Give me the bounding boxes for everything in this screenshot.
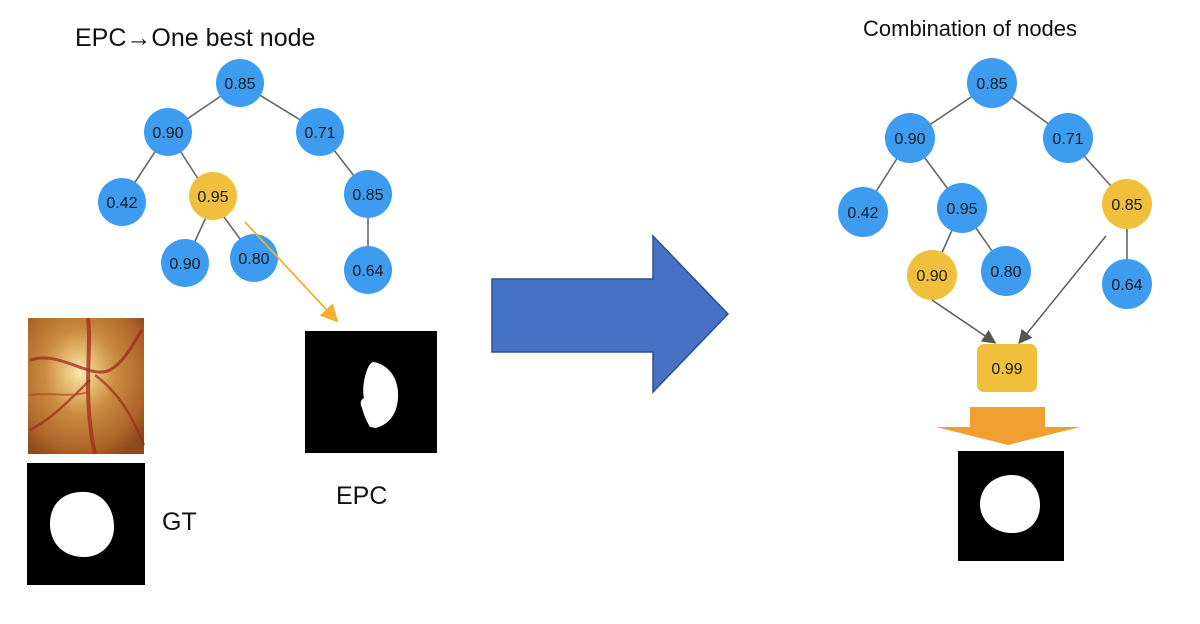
tree-node: 0.85 (344, 170, 392, 218)
combined-score-box: 0.99 (977, 344, 1037, 392)
node-label: 0.85 (352, 187, 383, 204)
tree-node: 0.42 (98, 178, 146, 226)
tree-node: 0.71 (296, 108, 344, 156)
combine-arrow (931, 299, 997, 344)
tree-node: 0.64 (344, 246, 392, 294)
right-tree: 0.85 0.90 0.71 0.42 0.95 0.85 0.90 0.80 (838, 58, 1152, 309)
tree-node: 0.80 (981, 246, 1031, 296)
node-label: 0.42 (106, 195, 137, 212)
tree-node-highlighted: 0.95 (189, 172, 237, 220)
node-label: 0.71 (1052, 131, 1083, 148)
node-label: 0.90 (152, 125, 183, 142)
node-label: 0.64 (352, 263, 383, 280)
node-label: 0.95 (197, 189, 228, 206)
tree-node: 0.90 (885, 113, 935, 163)
node-label: 0.90 (169, 256, 200, 273)
gt-mask-image (27, 463, 145, 585)
gt-label: GT (162, 508, 197, 536)
tree-node: 0.85 (967, 58, 1017, 108)
node-label: 0.80 (238, 251, 269, 268)
tree-node-highlighted: 0.90 (907, 250, 957, 300)
tree-node: 0.85 (216, 59, 264, 107)
left-tree: 0.85 0.90 0.71 0.42 0.95 0.85 0.90 0.80 (98, 59, 392, 294)
tree-node: 0.71 (1043, 113, 1093, 163)
node-label: 0.85 (976, 76, 1007, 93)
tree-node: 0.80 (230, 234, 278, 282)
node-label: 0.42 (847, 205, 878, 222)
tree-node: 0.90 (144, 108, 192, 156)
combine-arrow (1018, 235, 1107, 345)
epc-mask-image (305, 331, 437, 453)
result-arrow (936, 407, 1080, 445)
tree-node: 0.90 (161, 239, 209, 287)
node-label: 0.90 (894, 131, 925, 148)
tree-node-highlighted: 0.85 (1102, 179, 1152, 229)
node-label: 0.64 (1111, 277, 1142, 294)
combined-score-label: 0.99 (991, 361, 1022, 378)
tree-node: 0.64 (1102, 259, 1152, 309)
tree-node: 0.42 (838, 187, 888, 237)
left-title: EPC→One best node (75, 24, 316, 52)
node-label: 0.90 (916, 268, 947, 285)
node-label: 0.95 (946, 201, 977, 218)
right-title: Combination of nodes (863, 16, 1078, 41)
tree-node: 0.95 (937, 183, 987, 233)
transition-arrow (491, 234, 730, 394)
node-label: 0.85 (1111, 197, 1142, 214)
combined-mask-image (958, 451, 1064, 561)
best-node-arrow (244, 221, 339, 323)
epc-label: EPC (336, 482, 388, 510)
node-label: 0.85 (224, 76, 255, 93)
fundus-image (28, 317, 146, 455)
node-label: 0.71 (304, 125, 335, 142)
node-label: 0.80 (990, 264, 1021, 281)
